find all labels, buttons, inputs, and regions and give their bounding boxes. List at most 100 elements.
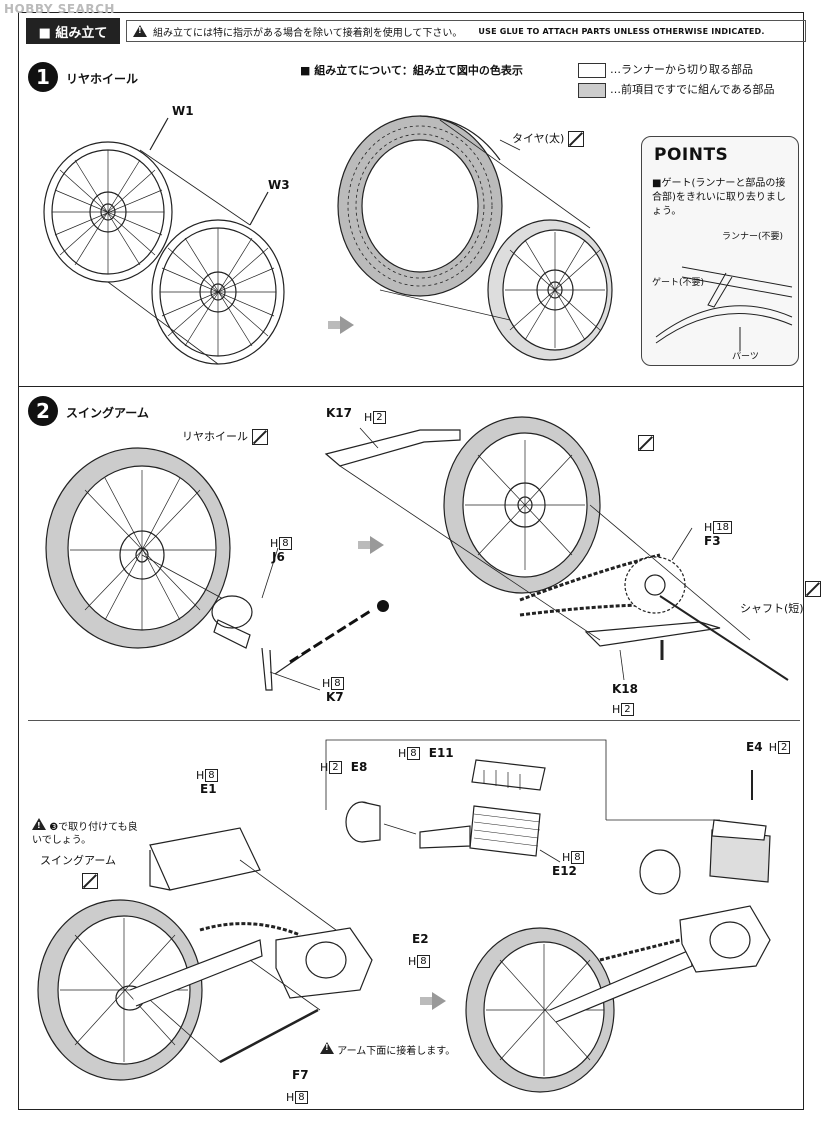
tire-label-text: タイヤ(太) (512, 132, 565, 145)
e8-runner-letter: H (320, 761, 329, 774)
k17-runner-letter: H (364, 411, 373, 424)
f7-runner-letter: H (286, 1091, 295, 1104)
step-2-number: 2 (28, 396, 58, 426)
label-j6: J6 (272, 550, 285, 564)
warning-text-en: USE GLUE TO ATTACH PARTS UNLESS OTHERWIS… (478, 26, 765, 36)
j6-runner-number: 8 (279, 537, 292, 550)
e12-runner-letter: H (562, 851, 571, 864)
step-1-wheel-drawing (43, 117, 285, 365)
points-title: POINTS (654, 145, 729, 165)
points-text: ■ゲート(ランナーと部品の接合部)をきれいに取り去りましょう。 (652, 178, 786, 217)
label-k7: K7 (326, 690, 344, 704)
label-w3: W3 (268, 178, 290, 192)
label-f7: F7 (292, 1068, 309, 1082)
legend-title: ■ 組み立てについて：組み立て図中の色表示 (300, 64, 523, 77)
warning-icon (133, 25, 147, 37)
step-2-title: スイングアーム (66, 406, 149, 420)
legend-item-new: …ランナーから切り取る部品 (578, 61, 753, 78)
step-2-assembled-drawing (324, 416, 789, 681)
gate-illustration (655, 266, 793, 351)
e1-runner-number: 8 (205, 769, 218, 782)
shaft-label: シャフト(短) (740, 602, 804, 615)
f3-runner-letter: H (704, 521, 713, 534)
step-1-title: リヤホイール (66, 72, 139, 86)
step-divider-1 (18, 386, 804, 387)
rear-wheel-label: リヤホイール (182, 428, 268, 445)
e2-runner-number: 8 (417, 955, 430, 968)
k18-runner-letter: H (612, 703, 621, 716)
label-e4-text: E4 (746, 740, 763, 754)
step-1-number: 1 (28, 62, 58, 92)
f7-runner-number: 8 (295, 1091, 308, 1104)
attach-note: ❸で取り付けても良いでしょう。 (32, 818, 142, 847)
label-w1: W1 (172, 104, 194, 118)
attach-note-text: ❸で取り付けても良いでしょう。 (32, 822, 138, 846)
e11-runner-letter: H (398, 747, 407, 760)
glue-note: アーム下面に接着します。 (320, 1042, 455, 1057)
warning-icon (32, 818, 46, 832)
warning-icon (320, 1042, 334, 1054)
k17-runner-number: 2 (373, 411, 386, 424)
label-e8: E8 (350, 760, 368, 774)
label-e12: E12 (552, 864, 577, 878)
j6-runner-letter: H (270, 537, 279, 550)
k18-runner-number: 2 (621, 703, 634, 716)
no-glue-icon (638, 434, 654, 451)
points-box: POINTS ■ゲート(ランナーと部品の接合部)をきれいに取り去りましょう。 ラ… (641, 136, 799, 366)
assembly-tab: ■ 組み立て (26, 18, 120, 44)
legend-item-new-label: …ランナーから切り取る部品 (610, 63, 753, 76)
gate-label: ゲート(不要) (652, 278, 705, 288)
no-glue-icon (805, 580, 822, 597)
watermark: HOBBY SEARCH (4, 2, 115, 16)
no-glue-icon (82, 872, 99, 889)
legend-white-swatch (578, 62, 606, 78)
no-glue-icon (567, 131, 584, 147)
e2-runner-letter: H (408, 955, 417, 968)
e4-runner-number: 2 (778, 741, 791, 754)
label-e1: E1 (200, 782, 217, 796)
page-frame (18, 12, 804, 1110)
e11-runner-number: 8 (407, 747, 420, 760)
rear-wheel-label-text: リヤホイール (182, 430, 248, 443)
no-glue-icon (251, 429, 268, 445)
label-e11: E11 (428, 746, 454, 760)
label-f3: F3 (704, 534, 721, 548)
runner-label: ランナー(不要) (722, 232, 784, 242)
e4-runner-letter: H (768, 741, 778, 754)
label-k18: K18 (612, 682, 638, 696)
e8-runner-number: 2 (329, 761, 342, 774)
step-1-arrow (328, 316, 354, 334)
e12-runner-number: 8 (571, 851, 584, 864)
label-k17: K17 (326, 406, 352, 420)
step-divider-2 (28, 720, 800, 721)
tire-label: タイヤ(太) (512, 130, 584, 147)
part-label: パーツ (732, 352, 759, 362)
k7-runner-letter: H (322, 677, 331, 690)
label-e2: E2 (412, 932, 429, 946)
step-2-drawing (45, 447, 389, 691)
k7-runner-number: 8 (331, 677, 344, 690)
glue-warning-bar: 組み立てには特に指示がある場合を除いて接着剤を使用して下さい。 USE GLUE… (126, 20, 806, 42)
warning-text-jp: 組み立てには特に指示がある場合を除いて接着剤を使用して下さい。 (153, 27, 463, 39)
step-1-tire-drawing (337, 115, 613, 361)
e1-runner-letter: H (196, 769, 205, 782)
legend-item-built-label: …前項目ですでに組んである部品 (610, 83, 775, 96)
legend-gray-swatch (578, 82, 606, 98)
swingarm-label: スイングアーム (40, 854, 117, 867)
step-3-arrow (420, 992, 446, 1010)
step-2-arrow (358, 536, 384, 554)
glue-note-text: アーム下面に接着します。 (337, 1046, 456, 1057)
